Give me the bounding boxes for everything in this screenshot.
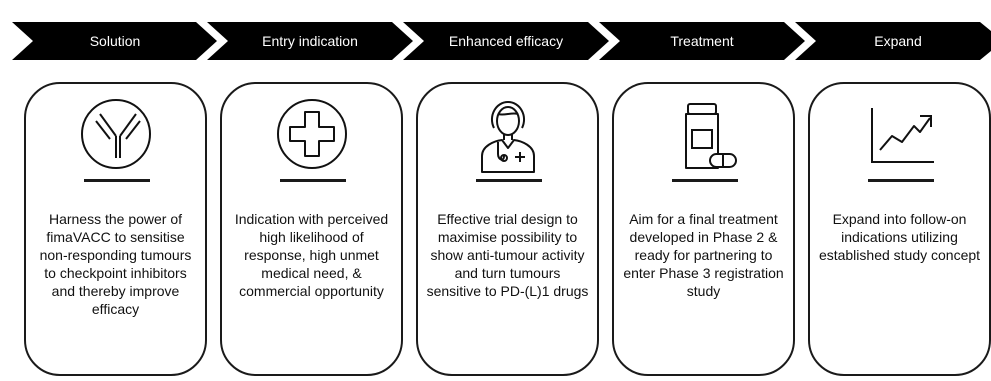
step-description: Expand into follow-on indications utiliz… bbox=[818, 211, 981, 263]
step-description: Effective trial design to maximise possi… bbox=[426, 211, 589, 299]
chevron-label-solution: Solution bbox=[89, 33, 141, 49]
chevron-step-2 bbox=[207, 22, 413, 60]
antibody-icon bbox=[26, 94, 205, 184]
step-card-enhanced-efficacy: Effective trial design to maximise possi… bbox=[416, 82, 599, 376]
card-divider bbox=[868, 179, 934, 182]
chevron-label-enhanced-efficacy: Enhanced efficacy bbox=[448, 33, 564, 49]
chevron-label-treatment: Treatment bbox=[670, 33, 734, 49]
card-divider bbox=[84, 179, 150, 182]
step-card-expand: Expand into follow-on indications utiliz… bbox=[808, 82, 991, 376]
chevron-label-entry-indication: Entry indication bbox=[262, 33, 358, 49]
doctor-icon bbox=[418, 94, 597, 184]
chevron-step-4 bbox=[599, 22, 805, 60]
process-chevron-bar bbox=[12, 22, 991, 60]
chevron-step-3 bbox=[403, 22, 609, 60]
step-description: Indication with perceived high likelihoo… bbox=[234, 211, 389, 299]
step-description: Aim for a final treatment developed in P… bbox=[623, 211, 784, 299]
growth-chart-icon bbox=[810, 94, 989, 184]
chevron-step-1 bbox=[12, 22, 217, 60]
step-card-treatment: Aim for a final treatment developed in P… bbox=[612, 82, 795, 376]
step-description: Harness the power of fimaVACC to sensiti… bbox=[39, 211, 192, 317]
step-card-entry-indication: Indication with perceived high likelihoo… bbox=[220, 82, 403, 376]
chevron-label-expand: Expand bbox=[874, 33, 922, 49]
card-divider bbox=[672, 179, 738, 182]
medical-cross-icon bbox=[222, 94, 401, 184]
card-divider bbox=[476, 179, 542, 182]
medicine-bottle-icon bbox=[614, 94, 793, 184]
chevron-step-5 bbox=[795, 22, 991, 60]
card-divider bbox=[280, 179, 346, 182]
step-card-solution: Harness the power of fimaVACC to sensiti… bbox=[24, 82, 207, 376]
